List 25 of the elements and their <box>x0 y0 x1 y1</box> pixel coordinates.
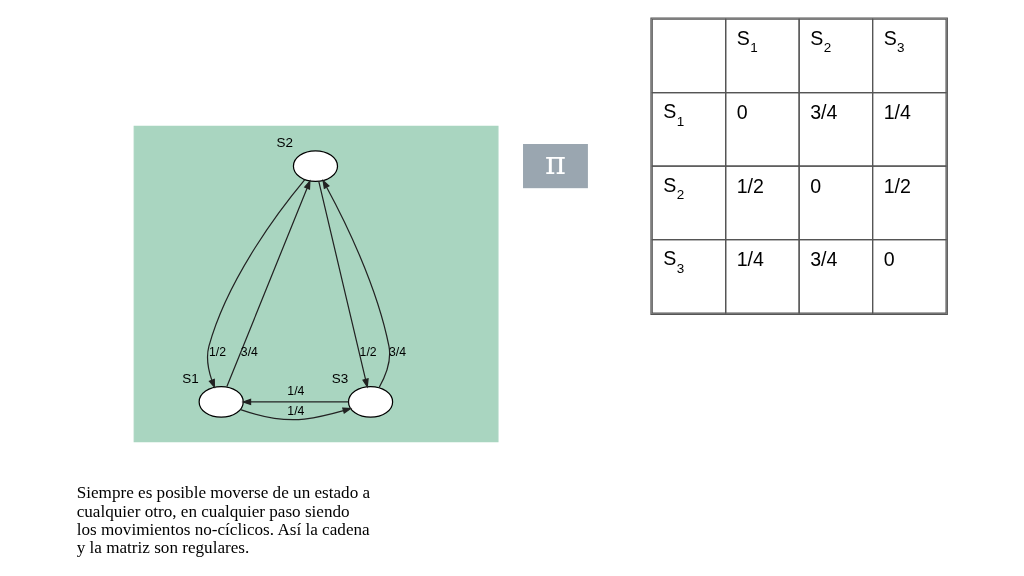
label: 1/4 <box>736 248 764 271</box>
label: S$_{2}$ <box>663 173 685 203</box>
label: 3/4 <box>810 101 838 124</box>
label: 1/2 <box>736 174 764 197</box>
node-label: S1 <box>182 370 199 386</box>
label: S$_{1}$ <box>663 100 685 129</box>
edge-label: 3/4 <box>240 344 258 359</box>
node-label: S3 <box>331 370 349 386</box>
label: 0 <box>810 174 822 197</box>
edge-label: 1/4 <box>287 404 305 419</box>
edge-label: 1/4 <box>287 383 305 398</box>
label: 1/4 <box>883 101 911 124</box>
label: 3/4 <box>810 248 838 271</box>
label: 1/2 <box>883 174 911 197</box>
edge-label: 1/2 <box>209 344 227 359</box>
label: S$_{2}$ <box>810 26 832 56</box>
label: S$_{3}$ <box>663 247 685 276</box>
label: S$_{1}$ <box>736 26 758 56</box>
label: 0 <box>883 248 895 271</box>
edge-label: 1/2 <box>359 344 377 359</box>
label: S$_{3}$ <box>883 26 905 56</box>
label: Siempre es posible moverse de un estado a cualquier otro, en cualquier paso siendo los movimientos no-cíclicos. Así la cadena y la matriz son regulares. <box>76 483 371 558</box>
label: π <box>545 143 566 182</box>
label: 0 <box>736 101 748 124</box>
node-label: S2 <box>276 134 294 150</box>
